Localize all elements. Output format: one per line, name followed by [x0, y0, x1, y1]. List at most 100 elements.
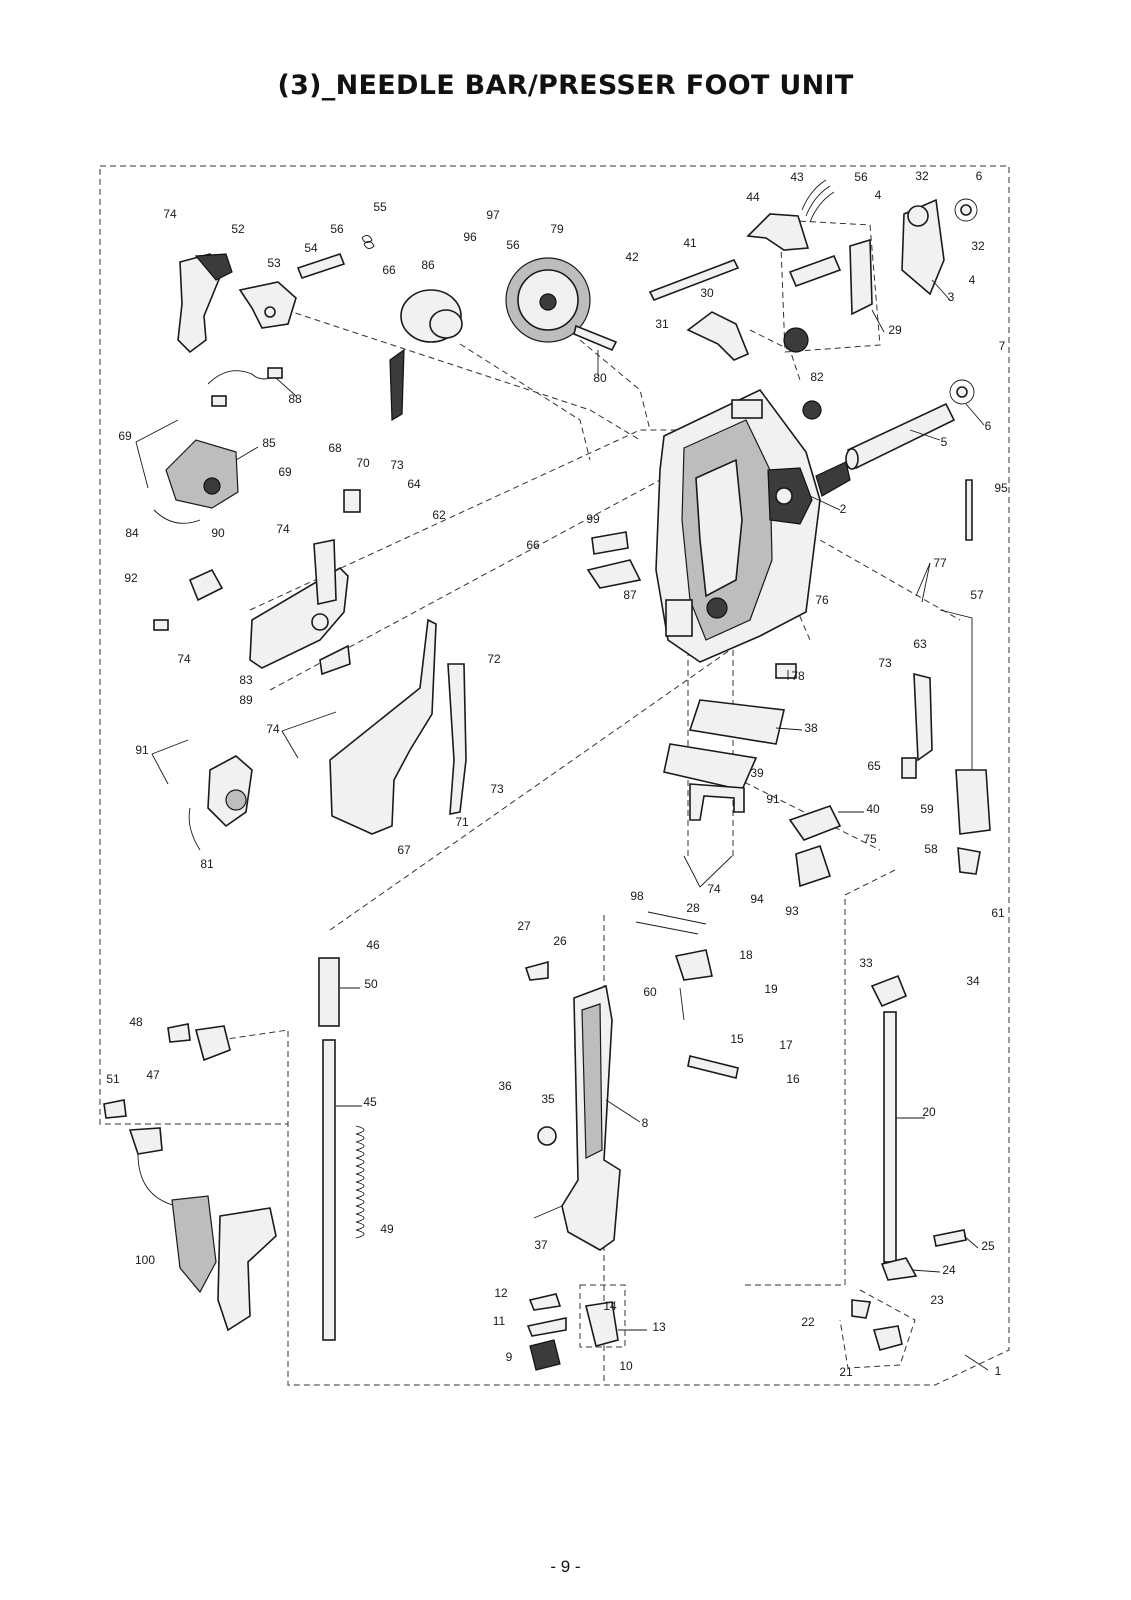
callout-label: 32 — [915, 169, 929, 183]
callout-label: 56 — [330, 222, 344, 236]
callout-label: 27 — [517, 919, 531, 933]
callout-label: 79 — [550, 222, 564, 236]
callout-label: 73 — [390, 458, 404, 472]
callout-label: 4 — [969, 273, 976, 287]
callout-label: 78 — [791, 669, 805, 683]
gear-79-part — [505, 257, 618, 352]
callout-label: 22 — [801, 1315, 815, 1329]
callout-label: 70 — [356, 456, 370, 470]
callout-label: 40 — [866, 802, 880, 816]
callout-label: 95 — [994, 481, 1008, 495]
bottom-plates — [663, 663, 933, 888]
callout-label: 85 — [262, 436, 276, 450]
foot-small-parts — [526, 1293, 903, 1371]
callout-label: 42 — [625, 250, 639, 264]
callout-label: 92 — [124, 571, 138, 585]
callout-label: 73 — [878, 656, 892, 670]
callout-label: 39 — [750, 766, 764, 780]
callout-label: 10 — [619, 1359, 633, 1373]
callout-label: 28 — [686, 901, 700, 915]
callout-label: 23 — [930, 1293, 944, 1307]
callout-label: 52 — [231, 222, 245, 236]
needle-bar-part — [318, 957, 365, 1341]
callout-label: 53 — [267, 256, 281, 270]
callout-label: 97 — [486, 208, 500, 222]
callout-label: 1 — [995, 1364, 1002, 1378]
callout-label: 55 — [373, 200, 387, 214]
callout-label: 58 — [924, 842, 938, 856]
callout-label: 31 — [655, 317, 669, 331]
callout-label: 5 — [941, 435, 948, 449]
callout-label: 99 — [586, 512, 600, 526]
callout-label: 93 — [785, 904, 799, 918]
callout-label: 72 — [487, 652, 501, 666]
motor-81-part — [188, 755, 253, 851]
callout-label: 87 — [623, 588, 637, 602]
callout-label: 74 — [177, 652, 191, 666]
callout-label: 66 — [382, 263, 396, 277]
callout-label: 59 — [920, 802, 934, 816]
callout-label: 48 — [129, 1015, 143, 1029]
callout-label: 35 — [541, 1092, 555, 1106]
callout-label: 13 — [652, 1320, 666, 1334]
callout-label: 8 — [642, 1116, 649, 1130]
circuit-plates — [153, 489, 642, 835]
screw-51-part — [103, 1099, 127, 1119]
callout-label: 66 — [526, 538, 540, 552]
callout-label: 71 — [455, 815, 469, 829]
callout-label: 11 — [493, 1314, 506, 1328]
callout-label: 88 — [288, 392, 302, 406]
callout-label: 37 — [534, 1238, 548, 1252]
callout-label: 74 — [163, 207, 177, 221]
callout-label: 6 — [985, 419, 992, 433]
callout-label: 94 — [750, 892, 764, 906]
callout-label: 89 — [239, 693, 253, 707]
callout-label: 56 — [854, 170, 868, 184]
callout-label: 41 — [683, 236, 697, 250]
callout-label: 83 — [239, 673, 253, 687]
page-number: - 9 - — [550, 1557, 581, 1576]
presser-bar-part — [870, 974, 967, 1281]
callout-label: 75 — [863, 832, 877, 846]
callout-label: 54 — [304, 241, 318, 255]
callout-label: 32 — [971, 239, 985, 253]
callout-label: 68 — [328, 441, 342, 455]
callout-label: 62 — [432, 508, 446, 522]
callout-label: 100 — [135, 1253, 155, 1267]
callout-label: 25 — [981, 1239, 995, 1253]
callout-label: 64 — [407, 477, 421, 491]
callout-label: 20 — [922, 1105, 936, 1119]
leader-lines — [135, 279, 989, 1371]
callout-label: 57 — [970, 588, 984, 602]
callout-label: 74 — [276, 522, 290, 536]
callout-label: 43 — [790, 170, 804, 184]
callout-label: 38 — [804, 721, 818, 735]
callout-label: 61 — [991, 906, 1005, 920]
callout-label: 77 — [933, 556, 947, 570]
callout-label: 47 — [146, 1068, 160, 1082]
callout-label: 86 — [421, 258, 435, 272]
upper-left-parts — [177, 235, 463, 422]
main-frame-part — [655, 388, 821, 663]
callout-label: 24 — [942, 1263, 956, 1277]
callout-label: 14 — [603, 1299, 617, 1313]
callout-label: 90 — [211, 526, 225, 540]
upper-right-parts — [648, 179, 978, 420]
callout-label: 4 — [875, 188, 882, 202]
callout-label: 67 — [397, 843, 411, 857]
presser-foot-100-part — [128, 1023, 277, 1332]
callout-label: 9 — [506, 1350, 513, 1364]
callout-label: 34 — [966, 974, 980, 988]
callout-label: 98 — [630, 889, 644, 903]
callout-label: 81 — [200, 857, 214, 871]
callout-label: 74 — [266, 722, 280, 736]
callout-label: 33 — [859, 956, 873, 970]
callout-label: 50 — [364, 977, 378, 991]
callout-label: 69 — [118, 429, 132, 443]
motor-85-part — [153, 439, 239, 524]
callout-label: 18 — [739, 948, 753, 962]
callout-label: 76 — [815, 593, 829, 607]
callout-label: 51 — [106, 1072, 120, 1086]
